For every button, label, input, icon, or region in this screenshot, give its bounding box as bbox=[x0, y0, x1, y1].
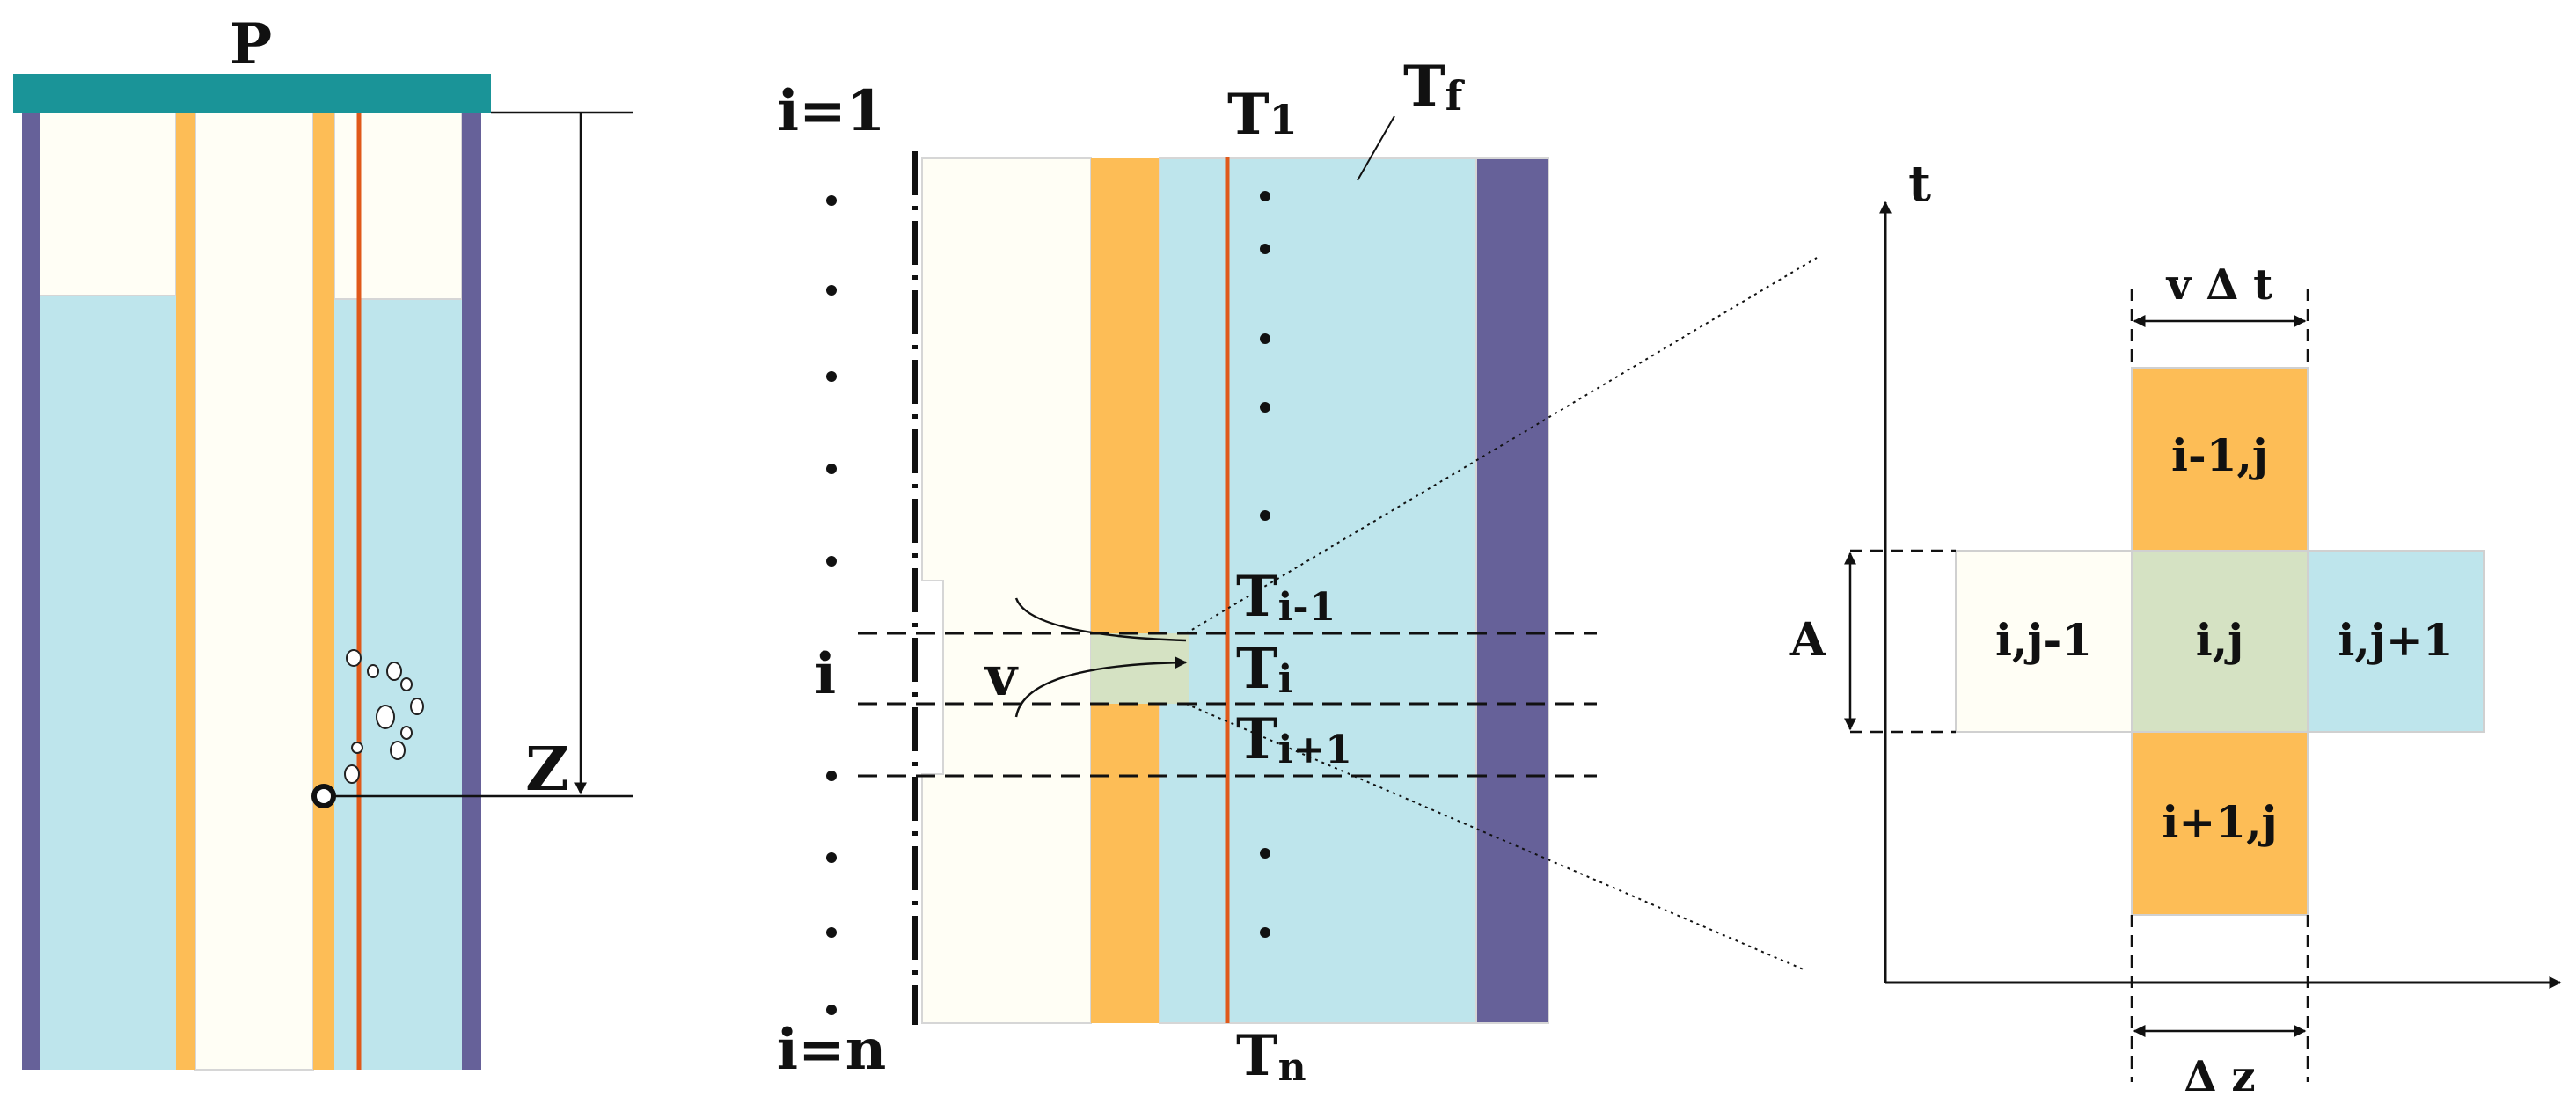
cell-label-center: i,j bbox=[2196, 614, 2244, 666]
temp-label-top: T1 bbox=[1227, 82, 1298, 148]
casing-band bbox=[1475, 157, 1549, 1024]
fluid-region-left bbox=[40, 296, 176, 1070]
depth-label: Z bbox=[525, 735, 569, 805]
velocity-label: v bbox=[984, 644, 1019, 708]
stencil-panel: t i-1,j i,j-1 i,j i,j+1 i+1,j v Δ t Δ z … bbox=[1789, 155, 2562, 1101]
cell-label-bottom: i+1,j bbox=[2162, 796, 2277, 848]
stencil-cell-top bbox=[2131, 367, 2309, 552]
casing-wall-right bbox=[462, 113, 481, 1070]
stencil-cell-center bbox=[2131, 550, 2309, 733]
tubing-wall-right bbox=[313, 113, 334, 1070]
cell-width-guides bbox=[1850, 289, 2309, 1082]
gas-region-left bbox=[39, 112, 177, 296]
temp-label-next: Ti+1 bbox=[1236, 706, 1352, 772]
annulus-fluid bbox=[1159, 157, 1477, 1024]
depth-marker-icon bbox=[311, 784, 336, 808]
tubing-wall-left bbox=[176, 113, 195, 1070]
temp-label-bottom: Tn bbox=[1236, 1023, 1306, 1090]
index-label-middle: i bbox=[815, 641, 836, 707]
node-dots-right bbox=[1260, 191, 1270, 938]
wellbore-cross-section: P Z bbox=[13, 11, 633, 1071]
height-label: A bbox=[1789, 613, 1826, 667]
gas-zone bbox=[921, 157, 1092, 1024]
temp-label-fluid: Tf bbox=[1403, 54, 1466, 120]
fluid-region-right bbox=[334, 299, 462, 1070]
casing-wall-left bbox=[22, 113, 40, 1070]
tubing-interior bbox=[194, 112, 314, 1071]
time-axis-label: t bbox=[1908, 155, 1931, 213]
discretization-panel: i=1 i i=n v T1 Tf Ti-1 Ti Ti+1 Tn bbox=[777, 54, 1818, 1090]
temp-label-current: Ti bbox=[1236, 636, 1292, 702]
node-dots-left bbox=[826, 195, 837, 1015]
flow-arrows bbox=[1014, 597, 1188, 718]
cell-label-top: i-1,j bbox=[2171, 429, 2268, 481]
pressure-label: P bbox=[230, 11, 272, 77]
cell-boundaries bbox=[858, 632, 1597, 778]
stencil-cell-right bbox=[2307, 550, 2485, 733]
gas-region-right bbox=[333, 112, 463, 300]
top-width-label: v Δ t bbox=[2166, 260, 2273, 310]
temp-label-prev: Ti-1 bbox=[1236, 564, 1336, 630]
wellhead-cap bbox=[13, 74, 491, 113]
gas-bubbles bbox=[344, 649, 424, 784]
tubing-band bbox=[1091, 158, 1160, 1023]
cell-label-left: i,j-1 bbox=[1995, 614, 2092, 666]
fluid-label-leader bbox=[1357, 115, 1395, 181]
index-label-top: i=1 bbox=[778, 78, 885, 144]
stencil-cell-bottom bbox=[2131, 731, 2309, 916]
cell-label-right: i,j+1 bbox=[2338, 614, 2453, 666]
index-label-bottom: i=n bbox=[777, 1017, 886, 1083]
bottom-width-label: Δ z bbox=[2184, 1052, 2255, 1101]
stencil-cell-left bbox=[1955, 550, 2133, 733]
zoom-guide-lines bbox=[1185, 257, 1818, 971]
